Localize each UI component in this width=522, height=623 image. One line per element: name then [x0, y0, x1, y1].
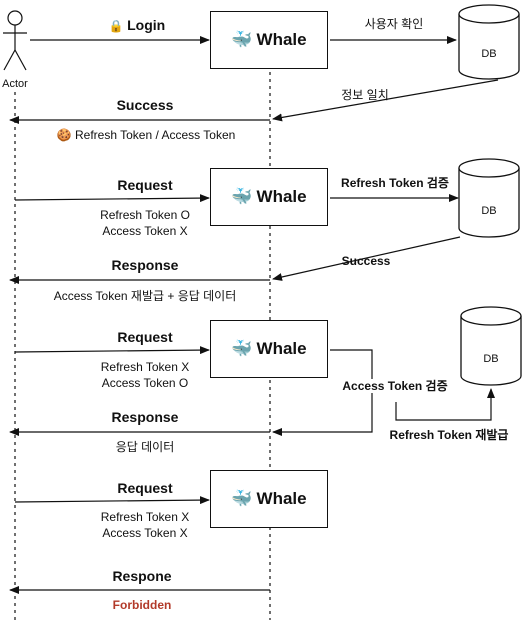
arrow-request-4	[14, 496, 210, 505]
response-desc-3: 응답 데이터	[115, 440, 175, 454]
reissue-refresh-label: Refresh Token 재발급	[389, 428, 509, 442]
whale-icon: 🐳	[231, 187, 253, 206]
verify-refresh-label: Refresh Token 검증	[341, 176, 449, 190]
db-cylinder-3	[460, 306, 522, 386]
success-label-2: Success	[341, 254, 391, 268]
req2-line1: Refresh Token O	[100, 208, 190, 222]
whale-name: Whale	[256, 339, 307, 358]
login-message: 🔒 Login	[109, 18, 165, 33]
response-desc-2: Access Token 재발급 + 응답 데이터	[53, 289, 237, 303]
arrow-success-2	[272, 236, 461, 281]
tokens-label: Refresh Token / Access Token	[74, 128, 236, 142]
arrow-request-3	[14, 346, 210, 355]
whale-icon: 🐳	[231, 339, 253, 358]
forbidden-label: Forbidden	[112, 598, 172, 612]
request-label-2: Request	[117, 177, 173, 193]
login-label: Login	[127, 17, 166, 33]
whale-box-4: 🐳 Whale	[210, 470, 328, 528]
req4-line2: Access Token X	[102, 526, 188, 540]
whale-icon: 🐳	[231, 30, 253, 49]
db-cylinder-1	[458, 4, 520, 80]
whale-name: Whale	[256, 489, 307, 508]
arrow-request-2	[14, 194, 210, 203]
db-label-2: DB	[481, 205, 497, 217]
verify-user-label: 사용자 확인	[364, 17, 424, 31]
request-label-4: Request	[117, 480, 173, 496]
req3-line2: Access Token O	[101, 376, 189, 390]
cookie-icon: 🍪	[56, 128, 72, 142]
whale-box-3: 🐳 Whale	[210, 320, 328, 378]
response-label-4: Respone	[112, 568, 172, 584]
response-label-3: Response	[111, 409, 179, 425]
response-label-2: Response	[111, 257, 179, 273]
db-label-3: DB	[483, 353, 499, 365]
req4-line1: Refresh Token X	[100, 510, 190, 524]
actor-label: Actor	[2, 78, 28, 90]
tokens-message: 🍪 Refresh Token / Access Token	[57, 128, 236, 142]
whale-name: Whale	[256, 30, 307, 49]
request-label-3: Request	[117, 329, 173, 345]
actor-figure	[3, 10, 27, 71]
whale-box-2: 🐳 Whale	[210, 168, 328, 226]
db-label-1: DB	[481, 48, 497, 60]
req2-line2: Access Token X	[102, 224, 188, 238]
arrow-reissue-refresh	[395, 388, 495, 421]
lock-icon: 🔒	[108, 19, 124, 33]
info-match-label: 정보 일치	[341, 88, 389, 102]
req3-line1: Refresh Token X	[100, 360, 190, 374]
whale-box-1: 🐳 Whale	[210, 11, 328, 69]
verify-access-label: Access Token 검증	[342, 379, 448, 393]
whale-icon: 🐳	[231, 489, 253, 508]
whale-name: Whale	[256, 187, 307, 206]
success-label-1: Success	[116, 97, 174, 113]
db-cylinder-2	[458, 158, 520, 238]
arrow-info-match	[272, 79, 499, 122]
